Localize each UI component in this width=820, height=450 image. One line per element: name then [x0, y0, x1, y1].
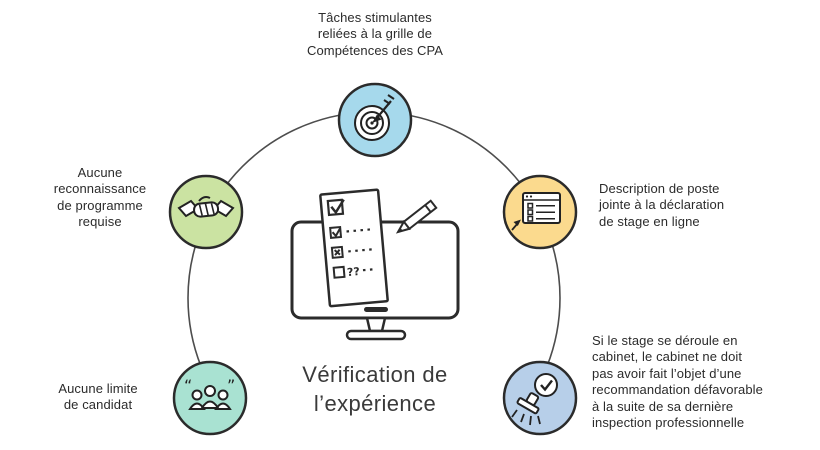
pencil-icon — [395, 199, 438, 234]
svg-text:”: ” — [227, 376, 235, 395]
node-no-candidate-limit: “ ” — [172, 360, 248, 436]
label-no-program-recognition: Aucune reconnaissance de programme requi… — [53, 165, 147, 230]
node-no-program-recognition — [168, 174, 244, 250]
handshake-icon — [177, 196, 235, 218]
monitor-illustration: ?? — [283, 186, 483, 357]
node-circle — [502, 360, 578, 436]
node-firm-inspection — [502, 360, 578, 436]
form-icon — [511, 192, 561, 231]
approval-stamp-icon — [511, 373, 558, 426]
label-firm-inspection: Si le stage se déroule en cabinet, le ca… — [592, 333, 763, 430]
page-title: Vérification de l’expérience — [255, 360, 495, 419]
node-job-description — [502, 174, 578, 250]
label-job-description: Description de poste jointe à la déclara… — [599, 181, 725, 229]
svg-text:??: ?? — [347, 265, 361, 279]
svg-text:“: “ — [184, 376, 192, 395]
node-stimulating-tasks — [337, 82, 413, 158]
label-no-candidate-limit: Aucune limite de candidat — [58, 381, 138, 413]
checklist-icon: ?? — [319, 188, 389, 308]
label-stimulating-tasks: Tâches stimulantes reliées à la grille d… — [306, 10, 444, 58]
people-icon: “ ” — [184, 376, 235, 410]
target-icon — [354, 94, 395, 141]
node-circle — [172, 360, 248, 436]
